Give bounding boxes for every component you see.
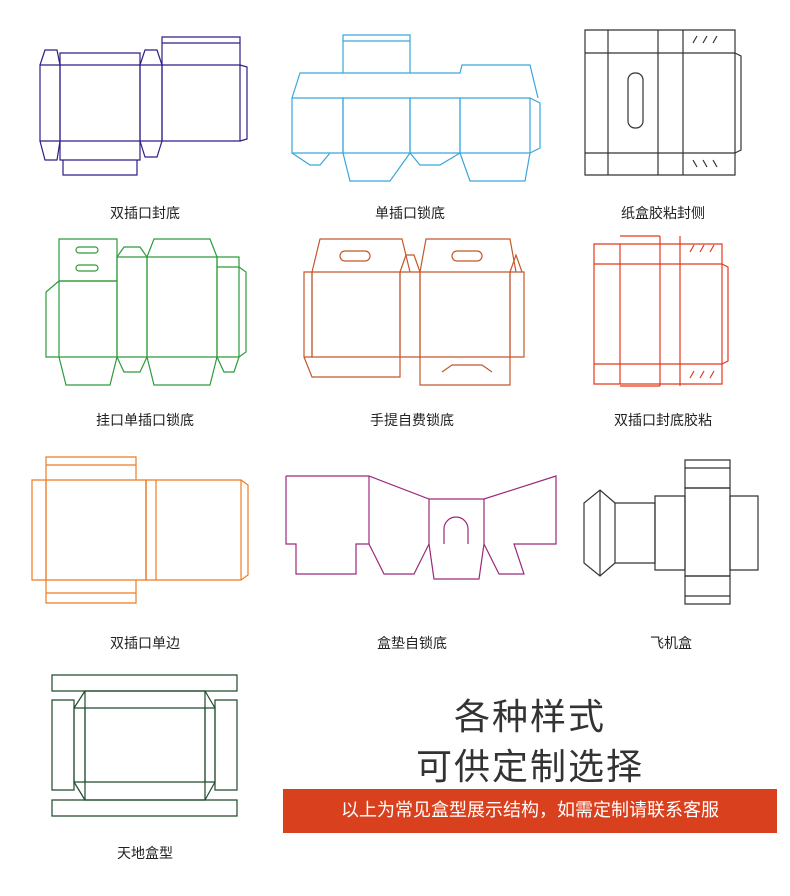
dieline-double-tuck-single-side (30, 455, 252, 605)
box-label: 天地盒型 (117, 846, 173, 862)
dieline-lid-base-box (50, 670, 240, 820)
box-label: 单插口锁底 (375, 206, 445, 222)
box-label: 盒垫自锁底 (377, 636, 447, 652)
dieline-single-tuck-lock-bottom (290, 33, 545, 185)
contact-banner: 以上为常见盒型展示结构，如需定制请联系客服 (283, 789, 777, 833)
dieline-hanger-lock-bottom (44, 237, 249, 389)
box-label: 纸盒胶粘封侧 (621, 206, 705, 222)
dieline-tray-lock-bottom (284, 474, 559, 584)
box-label: 手提自费锁底 (370, 413, 454, 429)
box-label: 飞机盒 (650, 636, 692, 652)
dieline-double-tuck-end (35, 35, 255, 180)
headline-line-1: 各种样式 (453, 697, 606, 738)
dieline-handle-lock-bottom (302, 237, 530, 389)
box-label: 双插口封底 (110, 206, 180, 222)
box-label: 双插口封底胶粘 (614, 413, 712, 429)
headline-line-2: 可供定制选择 (415, 747, 644, 788)
dieline-glued-side (583, 28, 743, 178)
box-label: 双插口单边 (110, 636, 180, 652)
dieline-mailer-box (580, 458, 765, 608)
dieline-double-tuck-glued (592, 234, 732, 389)
box-label: 挂口单插口锁底 (96, 413, 194, 429)
